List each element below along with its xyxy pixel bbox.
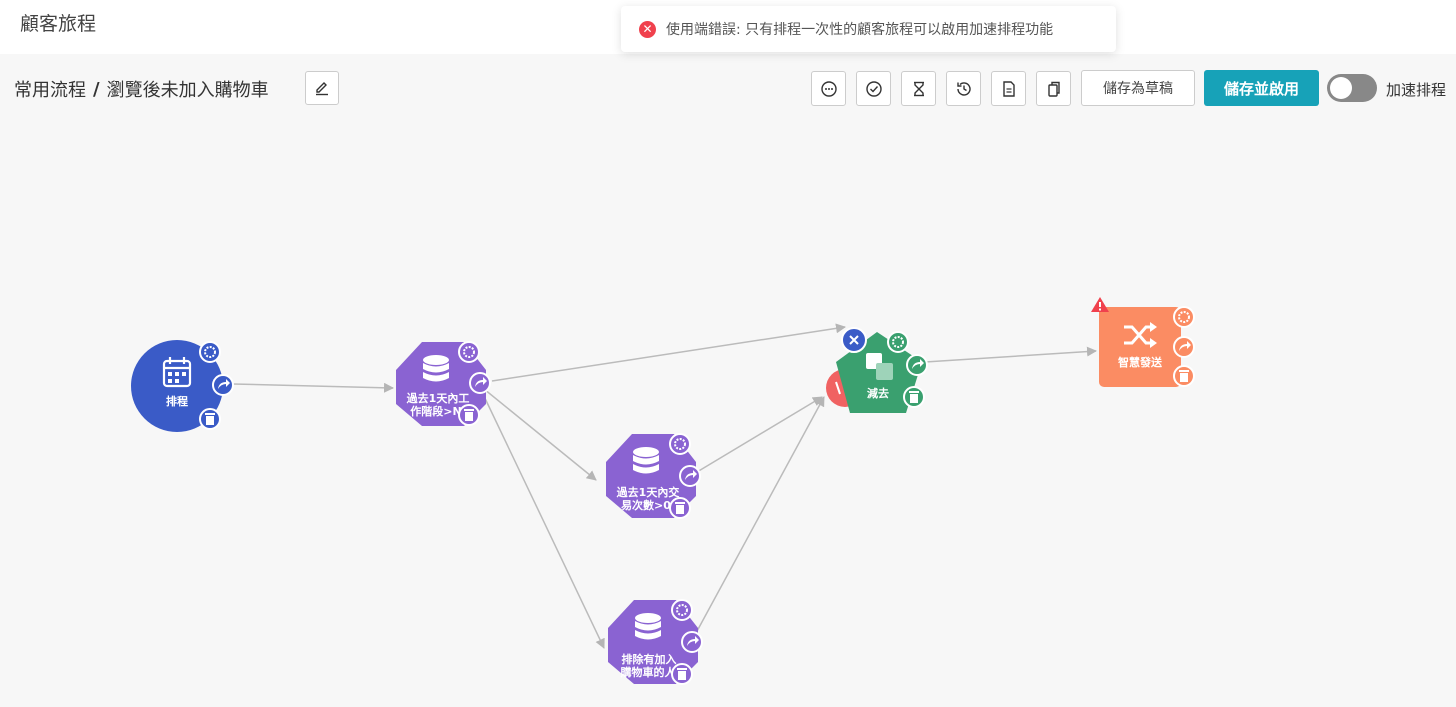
schedule-settings-button[interactable] [199,341,221,363]
toast-message: 使用端錯誤: 只有排程一次性的顧客旅程可以啟用加速排程功能 [666,22,1054,38]
history-icon [956,81,971,96]
edge-query2-subtract [696,396,823,473]
subtract-connect-button[interactable] [906,354,928,376]
pencil-icon [316,82,328,96]
trash-icon [205,413,215,425]
error-toast: ✕ 使用端錯誤: 只有排程一次性的顧客旅程可以啟用加速排程功能 [621,6,1116,52]
history-button[interactable] [946,71,981,106]
node-query2-line2: 易次數>0 [621,498,671,512]
query1-settings-button[interactable] [458,341,480,363]
node-schedule[interactable]: 排程 [131,340,223,432]
node-query1[interactable]: 過去1天內工 作階段>N [396,342,486,426]
share-arrow-icon [1179,341,1191,351]
query2-delete-button[interactable] [669,497,691,519]
check-circle-icon [865,80,882,97]
edge-query1-query2 [483,388,597,481]
copy-button[interactable] [1036,71,1071,106]
schedule-connect-button[interactable] [212,374,234,396]
trash-icon [464,409,474,421]
edge-query1-query3 [481,391,605,649]
share-arrow-icon [475,377,487,387]
node-query2-line1: 過去1天內交 [616,485,680,499]
document-icon [1002,80,1015,97]
query2-settings-button[interactable] [669,433,691,455]
wait-button[interactable] [901,71,936,106]
save-draft-button[interactable]: 儲存為草稿 [1081,70,1195,106]
edge-schedule-query1 [232,382,394,393]
breadcrumb-parent[interactable]: 常用流程 [14,80,86,101]
edge-query3-subtract [695,396,825,634]
subtract-settings-button[interactable] [887,331,909,353]
database-icon [635,613,661,640]
gear-icon [1178,311,1190,323]
edge-query1-subtract [491,323,846,382]
app-title: 顧客旅程 [20,13,97,35]
node-query3[interactable]: 排除有加入 購物車的人 [608,600,698,684]
close-circle-icon[interactable]: ✕ [639,20,656,38]
validate-button[interactable] [856,71,891,106]
query2-connect-button[interactable] [679,465,701,487]
smartsend-connect-button[interactable] [1173,336,1195,358]
copy-icon [1047,81,1060,97]
accelerate-schedule-label: 加速排程 [1386,81,1447,99]
edit-name-button[interactable] [305,71,339,105]
close-icon [849,335,859,345]
document-button[interactable] [991,71,1026,106]
gear-icon [204,346,216,358]
node-smartsend-label: 智慧發送 [1118,355,1163,369]
trash-icon [909,391,919,403]
gear-icon [892,336,904,348]
query3-settings-button[interactable] [671,599,693,621]
trash-icon [1179,370,1189,382]
hourglass-icon [913,81,924,96]
save-and-activate-button[interactable]: 儲存並啟用 [1204,70,1319,106]
message-button[interactable] [811,71,846,106]
gear-icon [674,438,686,450]
breadcrumb-current: 瀏覽後未加入購物車 [106,80,269,101]
node-subtract-label: 減去 [867,386,889,400]
node-query1-line2: 作階段>N [410,404,461,418]
toggle-knob [1330,77,1352,99]
query1-delete-button[interactable] [458,404,480,426]
query3-delete-button[interactable] [671,663,693,685]
node-query2[interactable]: 過去1天內交 易次數>0 [606,434,696,518]
database-icon [633,447,659,474]
shuffle-icon [1124,322,1157,348]
breadcrumb-separator: / [93,78,100,100]
subtract-delete-button[interactable] [903,386,925,408]
trash-icon [675,502,685,514]
subtract-icon [866,353,893,380]
gear-icon [676,604,688,616]
node-smartsend[interactable]: 智慧發送 [1099,307,1181,387]
node-query3-line1: 排除有加入 [622,652,677,666]
gear-icon [463,346,475,358]
database-icon [423,355,449,382]
share-arrow-icon [218,379,230,389]
smartsend-warning-icon [1091,297,1109,312]
share-arrow-icon [912,359,924,369]
accelerate-schedule-toggle[interactable] [1327,74,1377,102]
query1-connect-button[interactable] [469,372,491,394]
share-arrow-icon [687,636,699,646]
trash-icon [677,668,687,680]
query3-connect-button[interactable] [681,631,703,653]
schedule-delete-button[interactable] [199,408,221,430]
calendar-icon [162,357,192,388]
node-query3-line2: 購物車的人 [620,665,677,679]
share-arrow-icon [685,470,697,480]
smartsend-settings-button[interactable] [1173,306,1195,328]
chat-bubble-icon [820,80,837,97]
edge-subtract-smartsend [924,346,1097,363]
breadcrumb: 常用流程 / 瀏覽後未加入購物車 [14,76,269,102]
smartsend-delete-button[interactable] [1173,365,1195,387]
node-query1-line1: 過去1天內工 [406,391,470,405]
node-schedule-label: 排程 [166,394,188,408]
subtract-remove-button[interactable] [841,327,867,353]
